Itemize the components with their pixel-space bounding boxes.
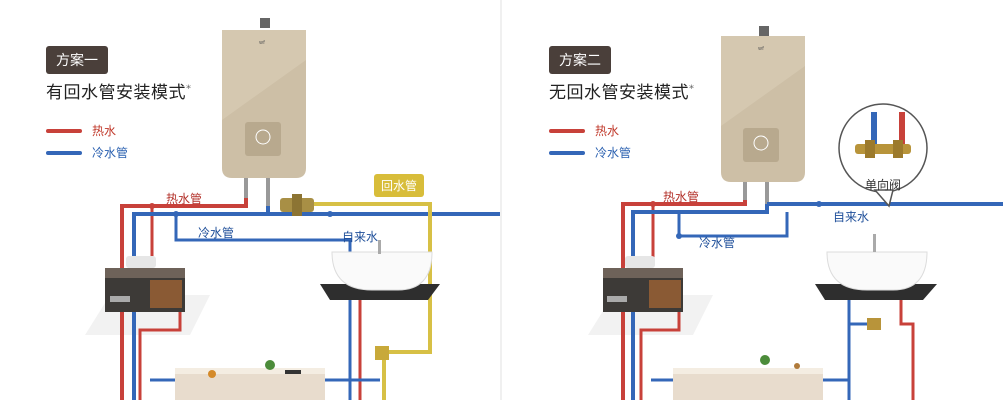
plan-title-text: 有回水管安装模式: [46, 83, 186, 103]
hot-pipe-label: 热水管: [663, 190, 700, 204]
svg-text:wf: wf: [758, 46, 764, 52]
cold-loop: [677, 212, 789, 238]
plan-badge: 方案二: [549, 46, 611, 74]
legend-cold-swatch: [46, 150, 82, 155]
water-heater: wf: [222, 18, 306, 208]
legend-hot: 热水: [46, 122, 116, 139]
cold-pipe-label: 冷水管: [198, 226, 235, 240]
return-valve: [375, 346, 389, 360]
hot-branch-kitchen: [639, 300, 681, 400]
legend-hot-swatch: [46, 128, 82, 133]
cold-pipe-label: 冷水管: [699, 236, 736, 250]
kitchen-counter: [175, 360, 325, 400]
footnote-mark: *: [186, 83, 192, 95]
return-pipe: [290, 202, 432, 400]
check-valve-label: 单向阀: [865, 178, 902, 192]
plan-two-panel: wf: [503, 0, 1003, 400]
legend-hot-label: 热水: [595, 124, 620, 138]
cold-branch: [174, 214, 352, 400]
legend-cold: 冷水管: [46, 144, 128, 161]
tap-water-label: 自来水: [342, 230, 379, 244]
svg-text:wf: wf: [259, 40, 265, 46]
legend-cold-label: 冷水管: [92, 146, 129, 160]
plan-title: 有回水管安装模式*: [46, 78, 192, 103]
plan-title-text: 无回水管安装模式: [549, 83, 689, 103]
return-pump: [280, 194, 314, 216]
legend-cold: 冷水管: [549, 144, 631, 161]
plan-badge: 方案一: [46, 46, 108, 74]
legend-hot: 热水: [549, 122, 619, 139]
plan-one-schematic: wf: [85, 18, 500, 400]
hot-branch-kitchen: [138, 300, 182, 400]
check-valve-callout: [838, 103, 928, 208]
vanity-cabinet: [105, 256, 185, 312]
legend-cold-label: 冷水管: [595, 146, 632, 160]
check-valve: [867, 318, 881, 330]
tap-water-label: 自来水: [833, 210, 870, 224]
vessel-basin: [815, 234, 937, 300]
vessel-basin: [320, 240, 440, 300]
legend-hot-label: 热水: [92, 124, 117, 138]
plan-one-panel: wf: [0, 0, 500, 400]
hot-pipe-label: 热水管: [166, 192, 203, 206]
water-heater: wf: [721, 26, 805, 206]
vanity-cabinet: [603, 256, 683, 312]
plan-two-schematic: wf: [588, 26, 1003, 400]
kitchen-counter: [673, 355, 823, 400]
plan-title: 无回水管安装模式*: [549, 78, 695, 103]
legend-hot-swatch: [549, 128, 585, 133]
panel-divider: [500, 0, 502, 400]
legend-cold-swatch: [549, 150, 585, 155]
footnote-mark: *: [689, 83, 695, 95]
return-pipe-tag: 回水管: [374, 174, 425, 197]
hot-branch-basin: [899, 300, 915, 400]
